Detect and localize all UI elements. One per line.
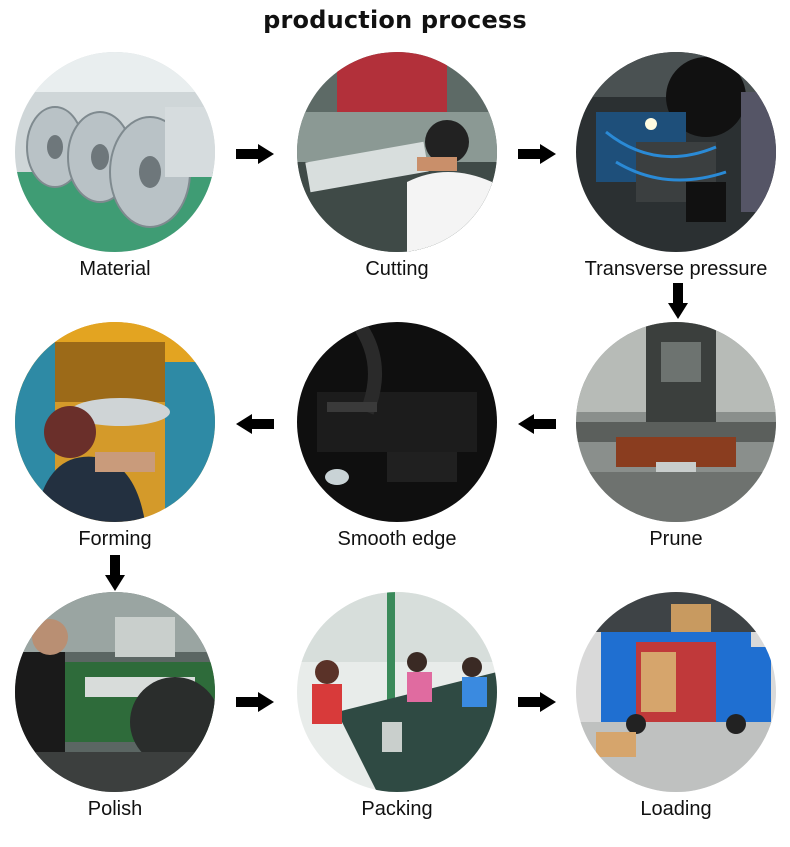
step-transverse-pressure: Transverse pressure [566,52,786,281]
page-title: production process [263,6,527,34]
arrow-left-icon [236,414,274,439]
step-smooth-edge: Smooth edge [287,322,507,551]
step-label: Forming [78,528,152,550]
loading-photo [576,592,776,792]
step-label: Loading [640,798,712,820]
step-label: Material [79,258,151,280]
step-polish: Polish [5,592,225,821]
step-label: Transverse pressure [584,258,768,280]
packing-photo [297,592,497,792]
arrow-right-icon [236,144,274,169]
step-label: Cutting [365,258,429,280]
step-forming: Forming [5,322,225,551]
arrow-right-icon [518,144,556,169]
forming-photo [15,322,215,522]
arrow-down-icon [105,555,125,596]
step-label: Prune [649,528,703,550]
prune-photo [576,322,776,522]
arrow-right-icon [518,692,556,717]
step-packing: Packing [287,592,507,821]
material-photo [15,52,215,252]
step-loading: Loading [566,592,786,821]
transverse-pressure-photo [576,52,776,252]
step-prune: Prune [566,322,786,551]
cutting-photo [297,52,497,252]
smooth-edge-photo [297,322,497,522]
step-label: Smooth edge [337,528,457,550]
arrow-down-icon [668,283,688,324]
arrow-left-icon [518,414,556,439]
arrow-right-icon [236,692,274,717]
step-cutting: Cutting [287,52,507,281]
step-material: Material [5,52,225,281]
step-label: Packing [361,798,433,820]
step-label: Polish [87,798,143,820]
polish-photo [15,592,215,792]
